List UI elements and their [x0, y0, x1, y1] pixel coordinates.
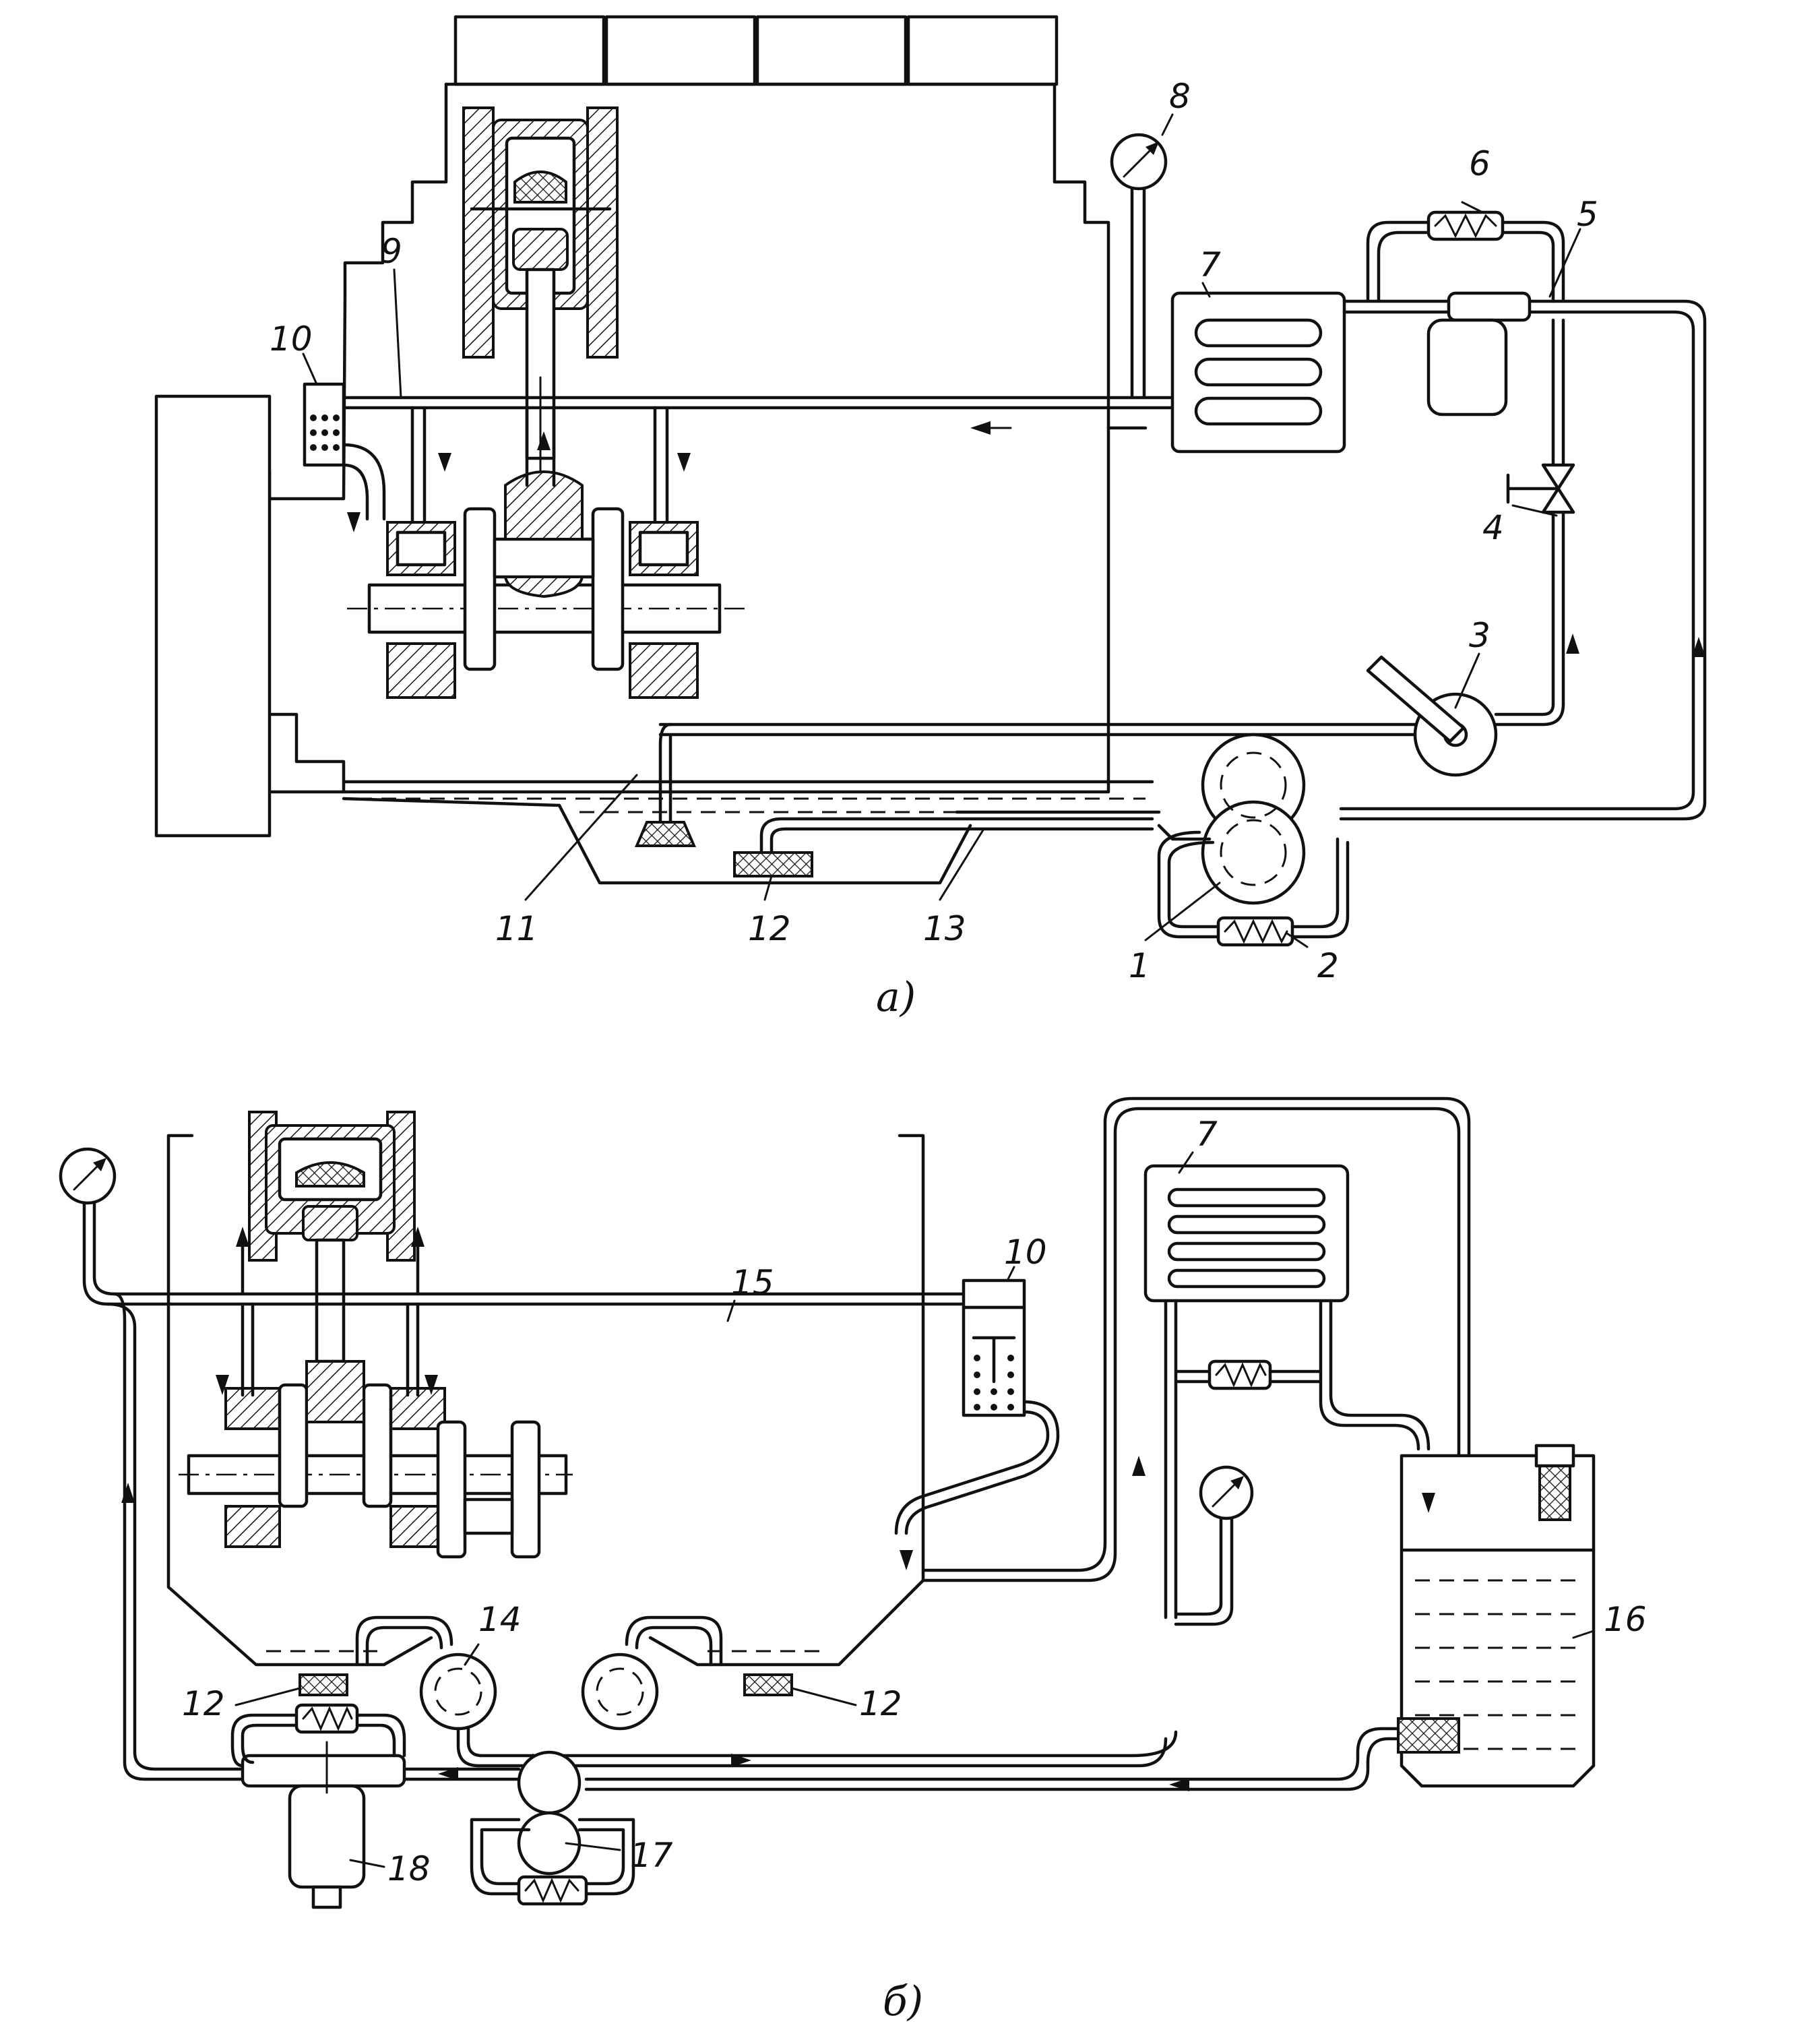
- label-7-a: 7: [1199, 245, 1221, 284]
- scavenge-pumps-14: [299, 1615, 1178, 1768]
- cylinder-piston-b: [248, 1111, 416, 1363]
- pressure-gauge-b-right: [1174, 1465, 1254, 1626]
- oil-cooler-7-b: [1132, 1164, 1431, 1619]
- main-gallery-9: [342, 396, 1174, 524]
- label-12-a: 12: [748, 909, 791, 948]
- label-14: 14: [478, 1600, 522, 1639]
- label-15: 15: [731, 1263, 774, 1302]
- caption-b: б): [883, 1978, 923, 2025]
- label-10-a: 10: [270, 319, 313, 359]
- cooler-return-line: [921, 1097, 1471, 1582]
- label-13: 13: [923, 909, 966, 948]
- valve-4: [1506, 318, 1579, 706]
- leader-lines-b: [234, 1151, 1595, 1868]
- pressure-gauge-8: [1110, 133, 1168, 400]
- label-8: 8: [1169, 77, 1191, 116]
- main-gallery-15: [106, 1227, 966, 1781]
- crankshaft-a: [347, 470, 745, 699]
- label-10-b: 10: [1004, 1233, 1047, 1272]
- intake-12-a: [733, 817, 1154, 877]
- flywheel-a: [154, 394, 272, 838]
- filter-18: [230, 1703, 406, 1909]
- pressure-pump-17: [402, 1750, 635, 1906]
- cylinder-piston-a: [462, 106, 619, 473]
- pressure-gauge-b-left: [59, 1147, 117, 1306]
- gear-pump-1-a: [1157, 733, 1350, 947]
- label-6: 6: [1469, 144, 1490, 183]
- label-2-a: 2: [1317, 946, 1339, 985]
- label-18: 18: [387, 1849, 431, 1888]
- label-12-b-right: 12: [859, 1684, 902, 1723]
- pump-3: [658, 655, 1565, 777]
- label-12-b-left: 12: [182, 1684, 225, 1723]
- oil-cooler-7-a: [1170, 291, 1346, 454]
- crankcase-b: [166, 1134, 925, 1667]
- engine-block-a: [264, 15, 1148, 794]
- panel-a: 1 2 3 4 5 6 7 8 9 10 11 12 13 a): [154, 15, 1707, 1021]
- label-4: 4: [1482, 508, 1504, 547]
- caption-a: a): [876, 974, 916, 1021]
- filter-10-b: [894, 1278, 1060, 1570]
- labels-b: 7 10 15 14 12 12 16 17 18 б): [182, 1115, 1647, 2025]
- panel-b: 7 10 15 14 12 12 16 17 18 б): [59, 1097, 1647, 2025]
- oil-tank-16: [1397, 1444, 1596, 1788]
- leader-lines-a: [302, 113, 1581, 948]
- label-1-a: 1: [1129, 946, 1150, 985]
- tank-outlet-line: [584, 1727, 1400, 1791]
- intake-11: [634, 722, 697, 847]
- label-17: 17: [630, 1836, 673, 1875]
- label-16: 16: [1604, 1600, 1647, 1639]
- filter-10-a: [303, 382, 386, 532]
- label-11: 11: [495, 909, 538, 948]
- label-9: 9: [381, 232, 402, 271]
- label-7-b: 7: [1196, 1115, 1218, 1154]
- crankshaft-b: [179, 1360, 573, 1559]
- labels-a: 1 2 3 4 5 6 7 8 9 10 11 12 13 a): [270, 77, 1598, 1021]
- label-5: 5: [1577, 195, 1598, 234]
- label-3: 3: [1469, 616, 1490, 655]
- filter-5-a: [1339, 210, 1707, 821]
